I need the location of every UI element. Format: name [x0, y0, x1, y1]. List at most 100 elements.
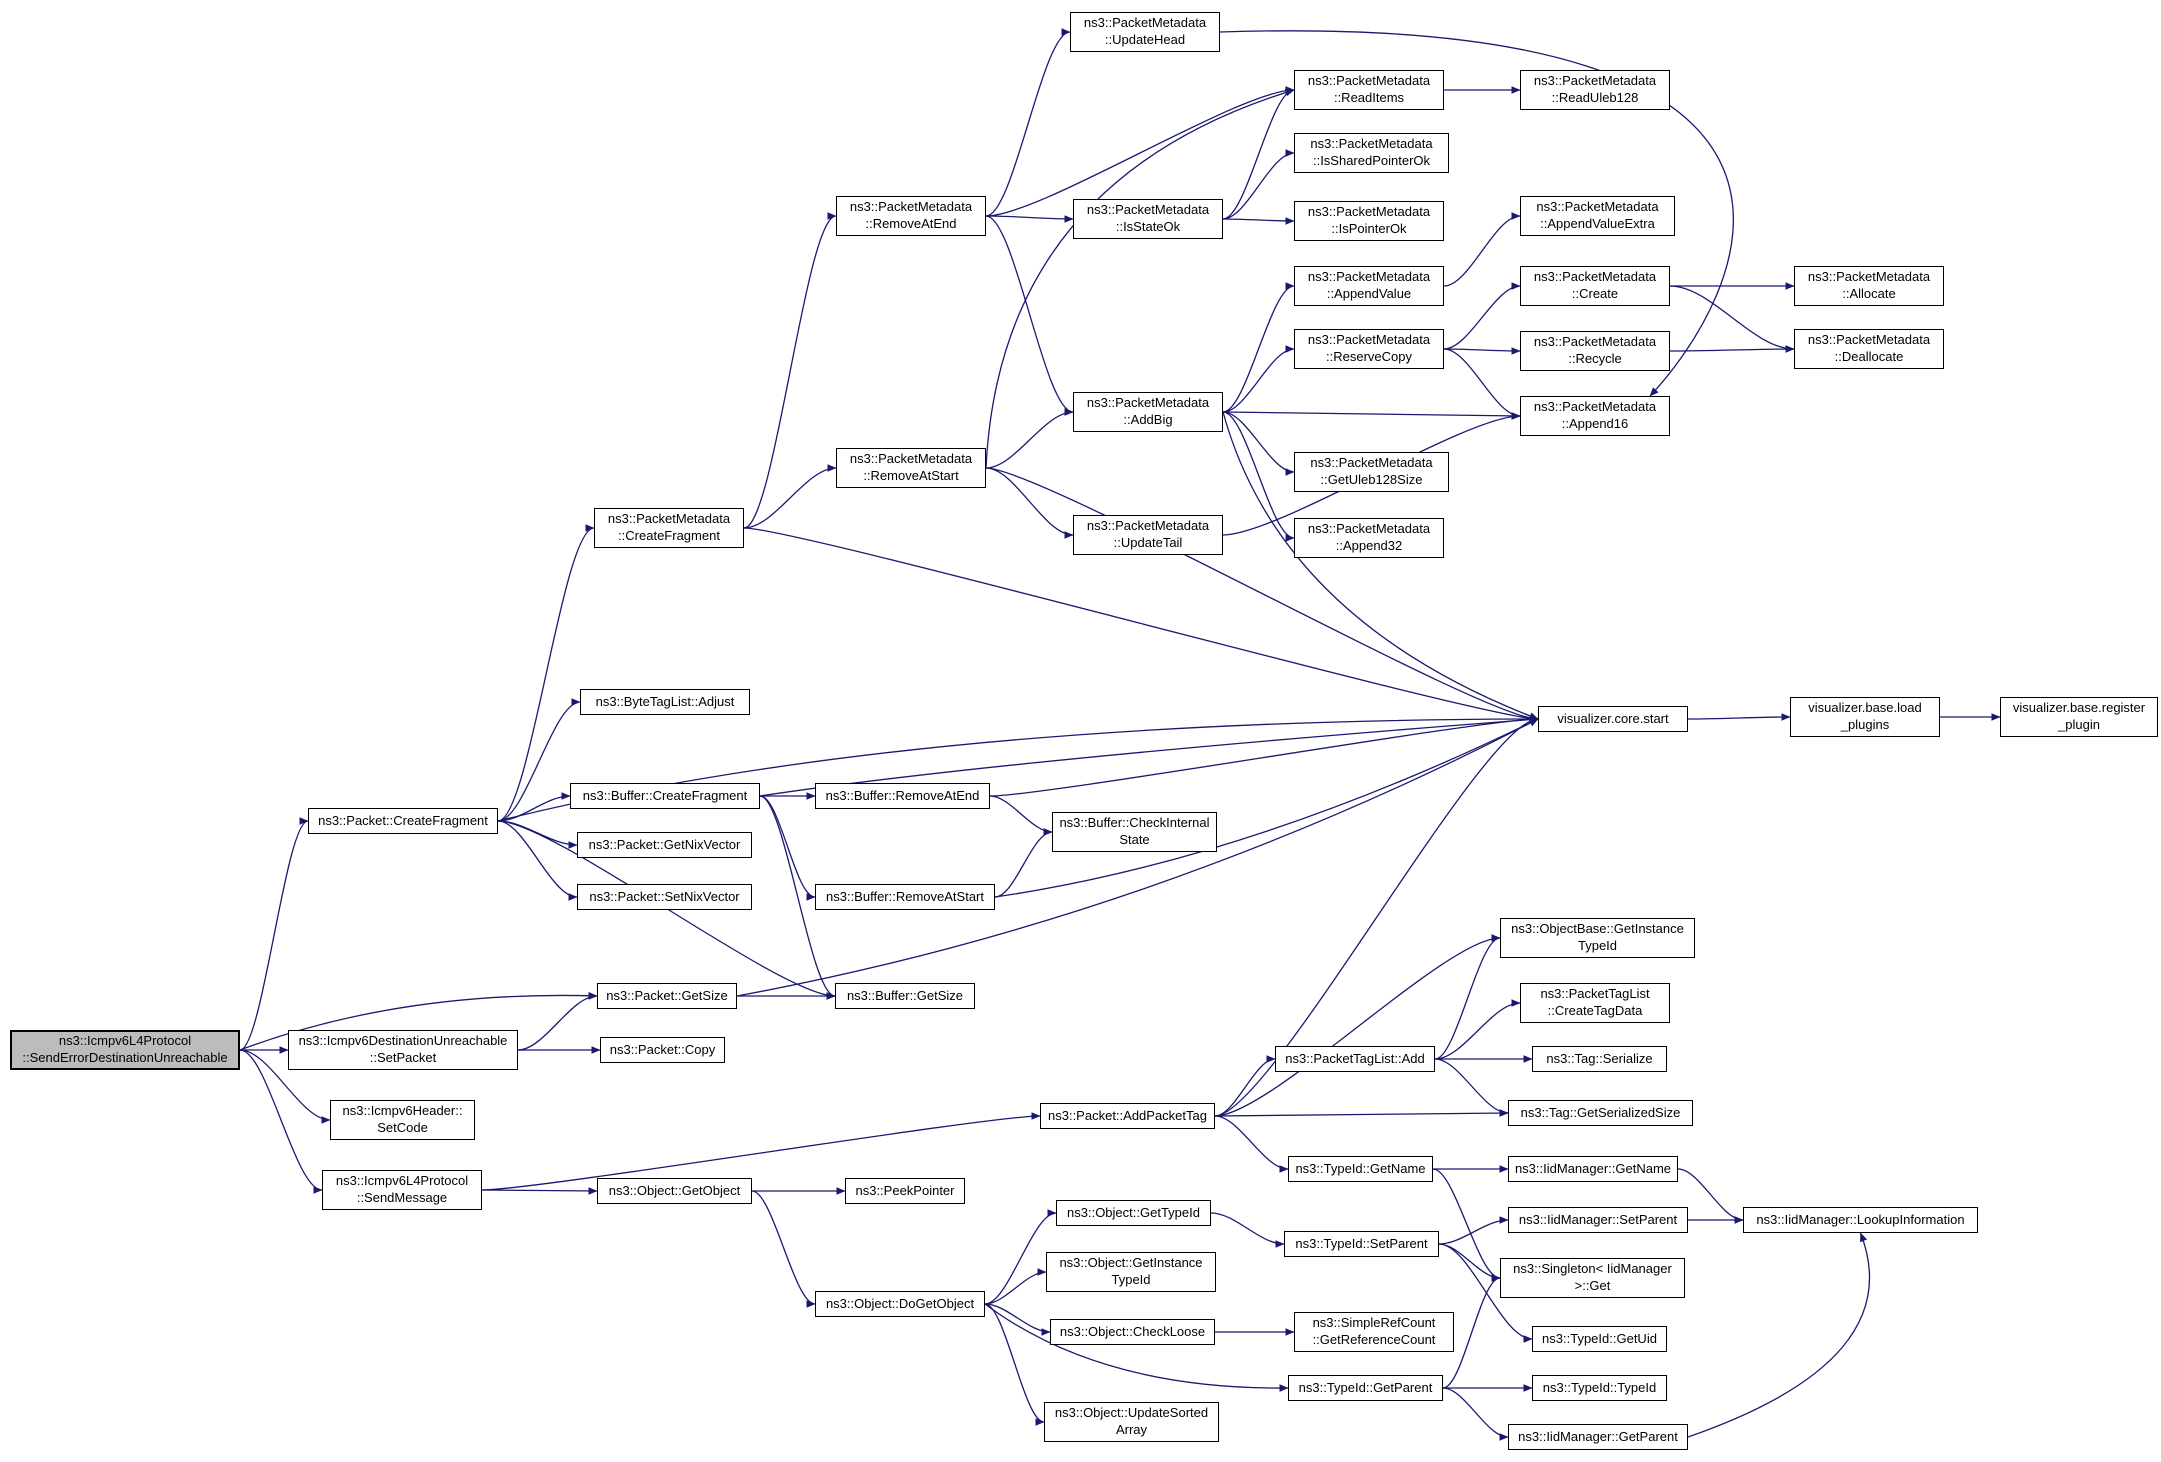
- graph-node-obj_gettypeid[interactable]: ns3::Object::GetTypeId: [1056, 1200, 1211, 1226]
- graph-node-label-line: visualizer.base.load: [1808, 700, 1922, 716]
- graph-node-iid_getparent[interactable]: ns3::IidManager::GetParent: [1508, 1424, 1688, 1450]
- graph-node-pm_addbig[interactable]: ns3::PacketMetadata::AddBig: [1073, 392, 1223, 432]
- graph-node-label-line: ::SetPacket: [369, 1050, 437, 1065]
- call-edge-p_addpackettag--tid_getname: [1214, 1115, 1289, 1173]
- graph-node-pm_reservecopy[interactable]: ns3::PacketMetadata::ReserveCopy: [1294, 329, 1444, 369]
- graph-node-pm_readuleb128[interactable]: ns3::PacketMetadata::ReadUleb128: [1520, 70, 1670, 110]
- graph-node-pm_recycle[interactable]: ns3::PacketMetadata::Recycle: [1520, 331, 1670, 371]
- graph-node-p_copy[interactable]: ns3::Packet::Copy: [600, 1037, 725, 1063]
- graph-node-p_getnixvector[interactable]: ns3::Packet::GetNixVector: [577, 832, 752, 858]
- graph-node-ptl_add[interactable]: ns3::PacketTagList::Add: [1275, 1046, 1435, 1072]
- call-edge-pm_appendvalue--pm_appendvalueextra: [1443, 212, 1521, 287]
- graph-node-pm_removeatstart[interactable]: ns3::PacketMetadata::RemoveAtStart: [836, 448, 986, 488]
- graph-node-label-line: ::Recycle: [1568, 351, 1622, 366]
- graph-node-pm_getuleb128size[interactable]: ns3::PacketMetadata::GetUleb128Size: [1294, 452, 1449, 492]
- graph-node-viz_start[interactable]: visualizer.core.start: [1538, 706, 1688, 732]
- call-edge-p_createfragment--b_createfragment: [497, 792, 571, 822]
- graph-node-label-line: >::Get: [1574, 1278, 1611, 1293]
- graph-node-label-line: ns3::ObjectBase::GetInstance: [1511, 921, 1684, 937]
- graph-node-peekpointer[interactable]: ns3::PeekPointer: [845, 1178, 965, 1204]
- graph-node-obj_checkloose[interactable]: ns3::Object::CheckLoose: [1050, 1319, 1215, 1345]
- graph-node-pm_appendvalue[interactable]: ns3::PacketMetadata::AppendValue: [1294, 266, 1444, 306]
- graph-node-pm_create[interactable]: ns3::PacketMetadata::Create: [1520, 266, 1670, 306]
- call-edge-pm_removeatstart--viz_start: [985, 467, 1539, 723]
- graph-node-label-line: ns3::TypeId::GetName: [1295, 1160, 1426, 1176]
- graph-node-p_getsize[interactable]: ns3::Packet::GetSize: [597, 983, 737, 1009]
- graph-node-tag_getserializedsize[interactable]: ns3::Tag::GetSerializedSize: [1508, 1100, 1693, 1126]
- graph-node-tag_serialize[interactable]: ns3::Tag::Serialize: [1532, 1046, 1667, 1072]
- graph-node-iid_getname[interactable]: ns3::IidManager::GetName: [1508, 1156, 1678, 1182]
- call-edge-tid_setparent--iid_setparent: [1438, 1216, 1509, 1245]
- graph-node-pm_updatehead[interactable]: ns3::PacketMetadata::UpdateHead: [1070, 12, 1220, 52]
- graph-node-singleton_get[interactable]: ns3::Singleton< IidManager>::Get: [1500, 1258, 1685, 1298]
- graph-node-pm_issharedptrok[interactable]: ns3::PacketMetadata::IsSharedPointerOk: [1294, 133, 1449, 173]
- graph-node-label-line: ::Allocate: [1842, 286, 1896, 301]
- graph-node-label-line: ns3::PacketMetadata: [1083, 15, 1207, 31]
- graph-node-label-line: ns3::IidManager::GetName: [1514, 1160, 1672, 1176]
- graph-node-src_getrefcount[interactable]: ns3::SimpleRefCount::GetReferenceCount: [1294, 1312, 1454, 1352]
- graph-node-b_getsize[interactable]: ns3::Buffer::GetSize: [835, 983, 975, 1009]
- graph-node-p_setnixvector[interactable]: ns3::Packet::SetNixVector: [577, 884, 752, 910]
- graph-node-b_removeatstart[interactable]: ns3::Buffer::RemoveAtStart: [815, 884, 995, 910]
- graph-node-pm_updatetail[interactable]: ns3::PacketMetadata::UpdateTail: [1073, 515, 1223, 555]
- graph-node-label-line: ::IsSharedPointerOk: [1312, 153, 1431, 168]
- graph-node-pm_removeatend[interactable]: ns3::PacketMetadata::RemoveAtEnd: [836, 196, 986, 236]
- graph-node-pm_createfragment[interactable]: ns3::PacketMetadata::CreateFragment: [594, 508, 744, 548]
- call-edge-pm_reservecopy--pm_recycle: [1443, 347, 1521, 355]
- graph-node-label-line: ns3::Icmpv6L4Protocol: [58, 1033, 192, 1049]
- graph-node-tid_typeid[interactable]: ns3::TypeId::TypeId: [1532, 1375, 1667, 1401]
- call-edge-pm_updatehead--pm_append16: [1219, 30, 1734, 397]
- graph-node-label-line: ns3::PeekPointer: [855, 1182, 955, 1198]
- graph-node-label-line: ns3::Singleton< IidManager: [1513, 1261, 1672, 1277]
- graph-node-icmp_sendmessage[interactable]: ns3::Icmpv6L4Protocol::SendMessage: [322, 1170, 482, 1210]
- graph-node-label-line: ns3::Buffer::CreateFragment: [582, 787, 748, 803]
- call-edge-pm_removeatend--pm_addbig: [985, 215, 1074, 416]
- graph-node-p_createfragment[interactable]: ns3::Packet::CreateFragment: [308, 808, 498, 834]
- graph-node-tid_getname[interactable]: ns3::TypeId::GetName: [1288, 1156, 1433, 1182]
- graph-node-label-line: ::ReserveCopy: [1326, 349, 1412, 364]
- graph-node-tid_getparent[interactable]: ns3::TypeId::GetParent: [1288, 1375, 1443, 1401]
- graph-node-label-line: ns3::PacketMetadata: [1533, 399, 1657, 415]
- graph-node-label-line: ns3::Buffer::CheckInternal: [1059, 815, 1210, 831]
- graph-node-iid_setparent[interactable]: ns3::IidManager::SetParent: [1508, 1207, 1688, 1233]
- graph-node-p_addpackettag[interactable]: ns3::Packet::AddPacketTag: [1040, 1103, 1215, 1129]
- call-edge-obj_dogetobject--obj_checkloose: [984, 1303, 1051, 1336]
- graph-node-label-line: ns3::PacketMetadata: [1807, 269, 1931, 285]
- graph-node-pm_appendvalueextra[interactable]: ns3::PacketMetadata::AppendValueExtra: [1520, 196, 1675, 236]
- graph-node-pm_ispointerok[interactable]: ns3::PacketMetadata::IsPointerOk: [1294, 201, 1444, 241]
- call-edge-obj_dogetobject--tid_getparent: [984, 1303, 1289, 1392]
- graph-node-obj_dogetobject[interactable]: ns3::Object::DoGetObject: [815, 1291, 985, 1317]
- graph-node-obj_getobject[interactable]: ns3::Object::GetObject: [597, 1178, 752, 1204]
- graph-node-viz_load[interactable]: visualizer.base.load_plugins: [1790, 697, 1940, 737]
- graph-node-viz_register[interactable]: visualizer.base.register_plugin: [2000, 697, 2158, 737]
- graph-node-label-line: ::UpdateHead: [1104, 32, 1186, 47]
- call-edge-pm_createfragment--pm_removeatend: [743, 212, 837, 529]
- call-edge-pm_createfragment--viz_start: [743, 527, 1539, 723]
- graph-node-label-line: ::CreateFragment: [618, 528, 720, 543]
- graph-node-label-line: ns3::SimpleRefCount: [1312, 1315, 1436, 1331]
- graph-node-tid_getuid[interactable]: ns3::TypeId::GetUid: [1532, 1326, 1667, 1352]
- graph-node-label-line: ::AppendValue: [1326, 286, 1412, 301]
- graph-node-label-line: ns3::PacketMetadata: [849, 451, 973, 467]
- graph-node-pm_isstateok[interactable]: ns3::PacketMetadata::IsStateOk: [1073, 199, 1223, 239]
- graph-node-iid_lookupinfo[interactable]: ns3::IidManager::LookupInformation: [1743, 1207, 1978, 1233]
- graph-node-icmp_setcode[interactable]: ns3::Icmpv6Header::SetCode: [330, 1100, 475, 1140]
- graph-node-ptl_createtagdata[interactable]: ns3::PacketTagList::CreateTagData: [1520, 983, 1670, 1023]
- call-edge-pm_isstateok--pm_readitems: [1222, 86, 1295, 220]
- graph-node-b_createfragment[interactable]: ns3::Buffer::CreateFragment: [570, 783, 760, 809]
- graph-node-btl_adjust[interactable]: ns3::ByteTagList::Adjust: [580, 689, 750, 715]
- graph-node-b_removeatend[interactable]: ns3::Buffer::RemoveAtEnd: [815, 783, 990, 809]
- graph-node-icmp_setpacket[interactable]: ns3::Icmpv6DestinationUnreachable::SetPa…: [288, 1030, 518, 1070]
- graph-node-pm_append32[interactable]: ns3::PacketMetadata::Append32: [1294, 518, 1444, 558]
- graph-node-pm_deallocate[interactable]: ns3::PacketMetadata::Deallocate: [1794, 329, 1944, 369]
- graph-node-tid_setparent[interactable]: ns3::TypeId::SetParent: [1284, 1231, 1439, 1257]
- graph-node-src[interactable]: ns3::Icmpv6L4Protocol::SendErrorDestinat…: [10, 1030, 240, 1070]
- graph-node-label-line: ::ReadItems: [1333, 90, 1405, 105]
- graph-node-pm_allocate[interactable]: ns3::PacketMetadata::Allocate: [1794, 266, 1944, 306]
- graph-node-pm_readitems[interactable]: ns3::PacketMetadata::ReadItems: [1294, 70, 1444, 110]
- graph-node-pm_append16[interactable]: ns3::PacketMetadata::Append16: [1520, 396, 1670, 436]
